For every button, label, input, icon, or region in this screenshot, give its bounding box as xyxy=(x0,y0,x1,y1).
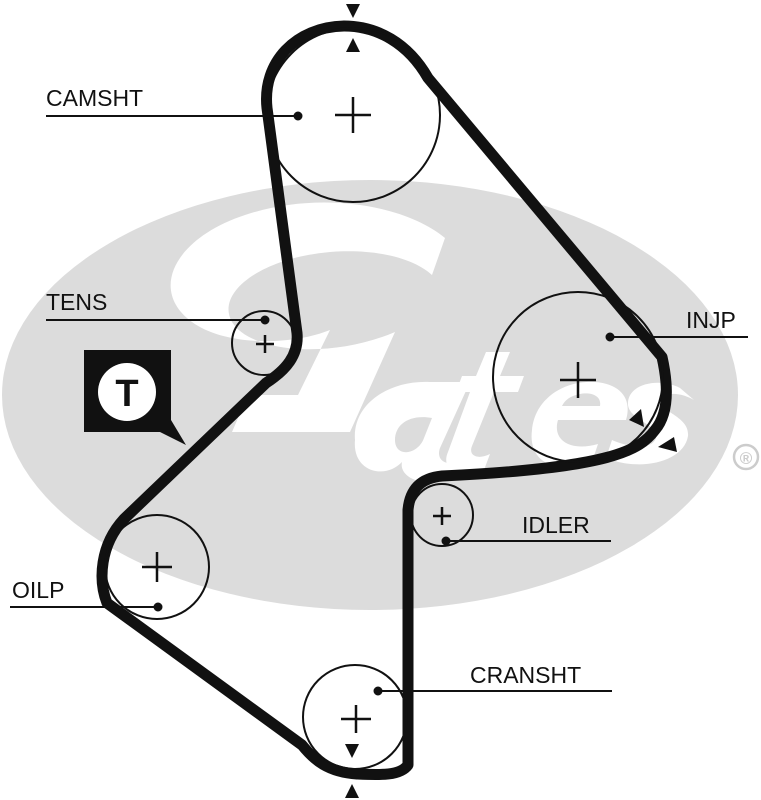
pulley-tensioner xyxy=(231,310,297,376)
tensioner-badge-circle xyxy=(98,363,156,421)
tensioner-badge: T xyxy=(84,350,186,445)
idler-center-cross xyxy=(433,507,451,525)
label-camshaft: CAMSHT xyxy=(46,85,143,111)
tensioner-badge-letter: T xyxy=(115,373,138,415)
crankshaft-inner-timing-mark xyxy=(345,744,359,758)
timing-marks xyxy=(345,4,677,798)
logo-letter-t xyxy=(446,352,524,474)
tensioner-center-cross xyxy=(256,335,274,353)
label-idler: IDLER xyxy=(522,512,590,538)
pulley-idler xyxy=(410,483,474,547)
crankshaft-center-cross xyxy=(341,705,371,733)
camshaft-inner-timing-mark xyxy=(346,38,360,52)
label-injection-pump: INJP xyxy=(686,307,736,333)
oil-pump-center-cross xyxy=(142,552,172,582)
pulley-injection-pump xyxy=(492,291,664,463)
logo-letter-a xyxy=(354,381,470,483)
label-tensioner: TENS xyxy=(46,289,107,315)
camshaft-outer-timing-mark xyxy=(346,4,360,18)
logo-letter-e xyxy=(531,381,628,468)
pulley-crankshaft xyxy=(302,664,408,770)
camshaft-center-cross xyxy=(335,97,371,133)
label-oil-pump: OILP xyxy=(12,577,64,603)
svg-text:®: ® xyxy=(740,449,753,468)
registered-mark: ® xyxy=(732,443,760,471)
injection-pump-outer-timing-mark xyxy=(658,437,677,452)
crankshaft-outer-timing-mark xyxy=(345,784,359,798)
injection-pump-center-cross xyxy=(560,362,596,398)
label-crankshaft: CRANSHT xyxy=(470,662,581,688)
leader-lines xyxy=(10,111,748,696)
pulley-oil-pump xyxy=(104,514,210,620)
injection-pump-inner-timing-mark xyxy=(629,409,644,427)
logo-letter-g xyxy=(170,202,445,432)
